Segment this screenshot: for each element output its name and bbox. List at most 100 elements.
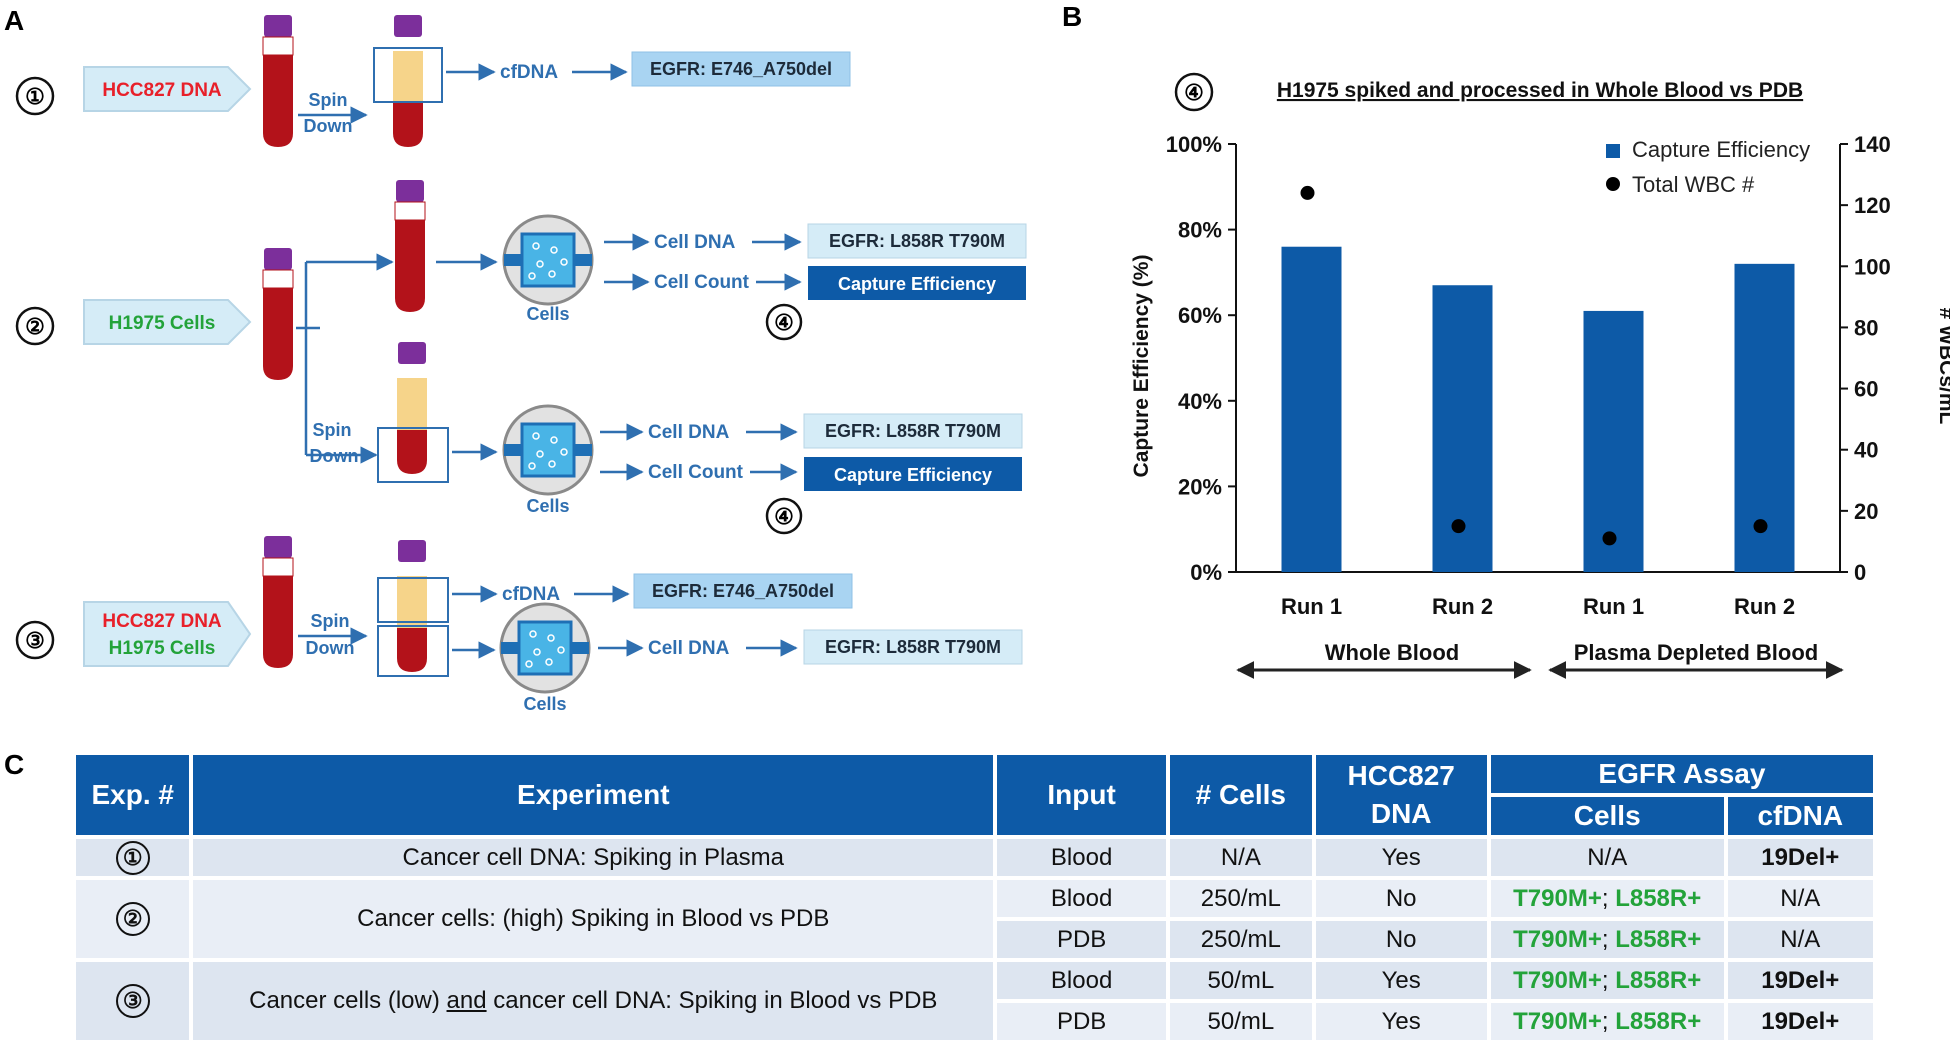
blood-tube xyxy=(394,179,426,313)
cell-egfr-cells: T790M+; L858R+ xyxy=(1490,880,1724,917)
y-tick-label: 60% xyxy=(1178,303,1222,328)
cell-exp: ③ xyxy=(76,962,190,1040)
result-label: EGFR: E746_A750del xyxy=(650,59,832,79)
circle-number xyxy=(15,76,55,116)
cell-hcc827: No xyxy=(1315,880,1487,917)
result-box xyxy=(803,629,1023,665)
circle-number: ① xyxy=(115,840,150,875)
cell-count-label: Cell Count xyxy=(654,272,750,293)
sample-label: HCC827 DNA xyxy=(102,611,222,632)
circle-number: ③ xyxy=(115,984,150,1018)
y-tick-label: 100% xyxy=(1166,132,1222,157)
experiment-text-pre: Cancer cells (low) xyxy=(249,987,447,1014)
y2-axis-title: # WBCs/mL xyxy=(1935,308,1950,425)
spun-tube xyxy=(393,15,423,147)
bar-capture-efficiency xyxy=(1281,246,1342,572)
y-tick-label: 80% xyxy=(1178,218,1222,243)
x-tick-label: Run 1 xyxy=(1281,594,1342,619)
down-label: Down xyxy=(306,638,355,658)
circle-number: ② xyxy=(115,902,150,936)
plasma-highlight-box xyxy=(373,47,443,103)
sample-label: HCC827 DNA xyxy=(102,80,222,101)
cell-egfr-cfdna: N/A xyxy=(1727,880,1873,917)
cell-input: Blood xyxy=(997,962,1167,999)
cell-experiment: Cancer cells: (high) Spiking in Blood vs… xyxy=(193,880,994,958)
blood-tube xyxy=(262,14,294,148)
cell-input: PDB xyxy=(997,1003,1167,1040)
cell-input: Blood xyxy=(997,839,1167,876)
y-tick-label: 20% xyxy=(1178,474,1222,499)
circle-number xyxy=(15,306,55,346)
result-label: EGFR: L858R T790M xyxy=(825,421,1001,441)
cell-cells-count: 250/mL xyxy=(1170,921,1312,958)
y-tick-label: 0% xyxy=(1190,560,1222,585)
y2-tick-label: 80 xyxy=(1854,315,1878,340)
header-hcc827: HCC827 xyxy=(1347,760,1455,791)
cell-input: PDB xyxy=(997,921,1167,958)
panel-a-row-3: ③ HCC827 DNA H1975 Cells Spin Down cfDNA… xyxy=(15,535,1023,714)
cell-cells-count: N/A xyxy=(1170,839,1312,876)
mutation-t790m: T790M+ xyxy=(1513,966,1602,994)
cell-experiment: Cancer cells (low) and cancer cell DNA: … xyxy=(193,962,994,1040)
capture-efficiency-label: Capture Efficiency xyxy=(838,274,996,294)
cell-hcc827: Yes xyxy=(1315,839,1487,876)
table-row: ② Cancer cells: (high) Spiking in Blood … xyxy=(76,880,1873,958)
group-label-whole-blood: Whole Blood xyxy=(1325,640,1459,665)
bar-capture-efficiency xyxy=(1583,310,1644,572)
x-tick-label: Run 2 xyxy=(1432,594,1493,619)
header-cfdna: cfDNA xyxy=(1727,797,1873,835)
cell-dna-label: Cell DNA xyxy=(654,232,736,253)
microfluidic-chip-icon xyxy=(502,404,594,496)
circle-number-text: ④ xyxy=(774,310,794,335)
group-label-pdb: Plasma Depleted Blood xyxy=(1574,640,1819,665)
legend-bar-label: Capture Efficiency xyxy=(1632,137,1810,162)
blood-tube xyxy=(262,535,294,669)
cell-egfr-cells: T790M+; L858R+ xyxy=(1490,921,1724,958)
mutation-l858r: L858R+ xyxy=(1615,925,1702,953)
panel-a-row-2: ② H1975 Cells Cells Cell DNA EGFR: L858R… xyxy=(15,179,1027,535)
cell-hcc827: No xyxy=(1315,921,1487,958)
circle-number xyxy=(765,497,803,535)
experiment-text-post: cancer cell DNA: Spiking in Blood vs PDB xyxy=(486,987,938,1014)
table-row: ③ Cancer cells (low) and cancer cell DNA… xyxy=(76,962,1873,1040)
spin-label: Spin xyxy=(311,611,350,631)
sample-arrow xyxy=(83,299,252,345)
separator: ; xyxy=(1601,1007,1616,1035)
separator: ; xyxy=(1601,884,1616,912)
circle-number xyxy=(765,303,803,341)
result-box xyxy=(807,223,1027,259)
mutation-l858r: L858R+ xyxy=(1615,884,1702,912)
spun-tube xyxy=(397,540,427,672)
header-experiment: Experiment xyxy=(193,755,994,835)
cell-hcc827: Yes xyxy=(1315,1003,1487,1040)
sample-label: H1975 Cells xyxy=(109,313,216,334)
cell-egfr-cells: N/A xyxy=(1490,839,1724,876)
header-exp: Exp. # xyxy=(76,755,190,835)
dot-total-wbc xyxy=(1753,519,1768,534)
y2-tick-label: 40 xyxy=(1854,438,1878,463)
capture-efficiency-label: Capture Efficiency xyxy=(834,465,992,485)
dot-total-wbc xyxy=(1602,531,1617,546)
table-row: PDB 50/mL Yes T790M+; L858R+ 19Del+ xyxy=(76,1003,1873,1040)
cell-experiment: Cancer cell DNA: Spiking in Plasma xyxy=(193,839,994,876)
cell-count-label: Cell Count xyxy=(648,462,744,483)
cell-exp: ① xyxy=(76,839,190,876)
capture-efficiency-chart: ④ H1975 spiked and processed in Whole Bl… xyxy=(1130,72,1950,679)
table-row: PDB 250/mL No T790M+; L858R+ N/A xyxy=(76,921,1873,958)
y2-tick-label: 120 xyxy=(1854,193,1891,218)
result-label: EGFR: L858R T790M xyxy=(825,637,1001,657)
cell-cells-count: 50/mL xyxy=(1170,962,1312,999)
y2-tick-label: 0 xyxy=(1854,560,1866,585)
dot-total-wbc xyxy=(1451,519,1466,534)
legend-bar-marker xyxy=(1606,144,1620,158)
panel-label-a: A xyxy=(4,5,24,36)
circle-number-text: ④ xyxy=(1184,80,1204,105)
cell-exp: ② xyxy=(76,880,190,958)
x-tick-label: Run 2 xyxy=(1734,594,1795,619)
cfdna-label: cfDNA xyxy=(502,584,560,605)
table-row: ① Cancer cell DNA: Spiking in Plasma Blo… xyxy=(76,839,1873,876)
mutation-t790m: T790M+ xyxy=(1513,925,1602,953)
plasma-highlight-box xyxy=(377,577,449,623)
